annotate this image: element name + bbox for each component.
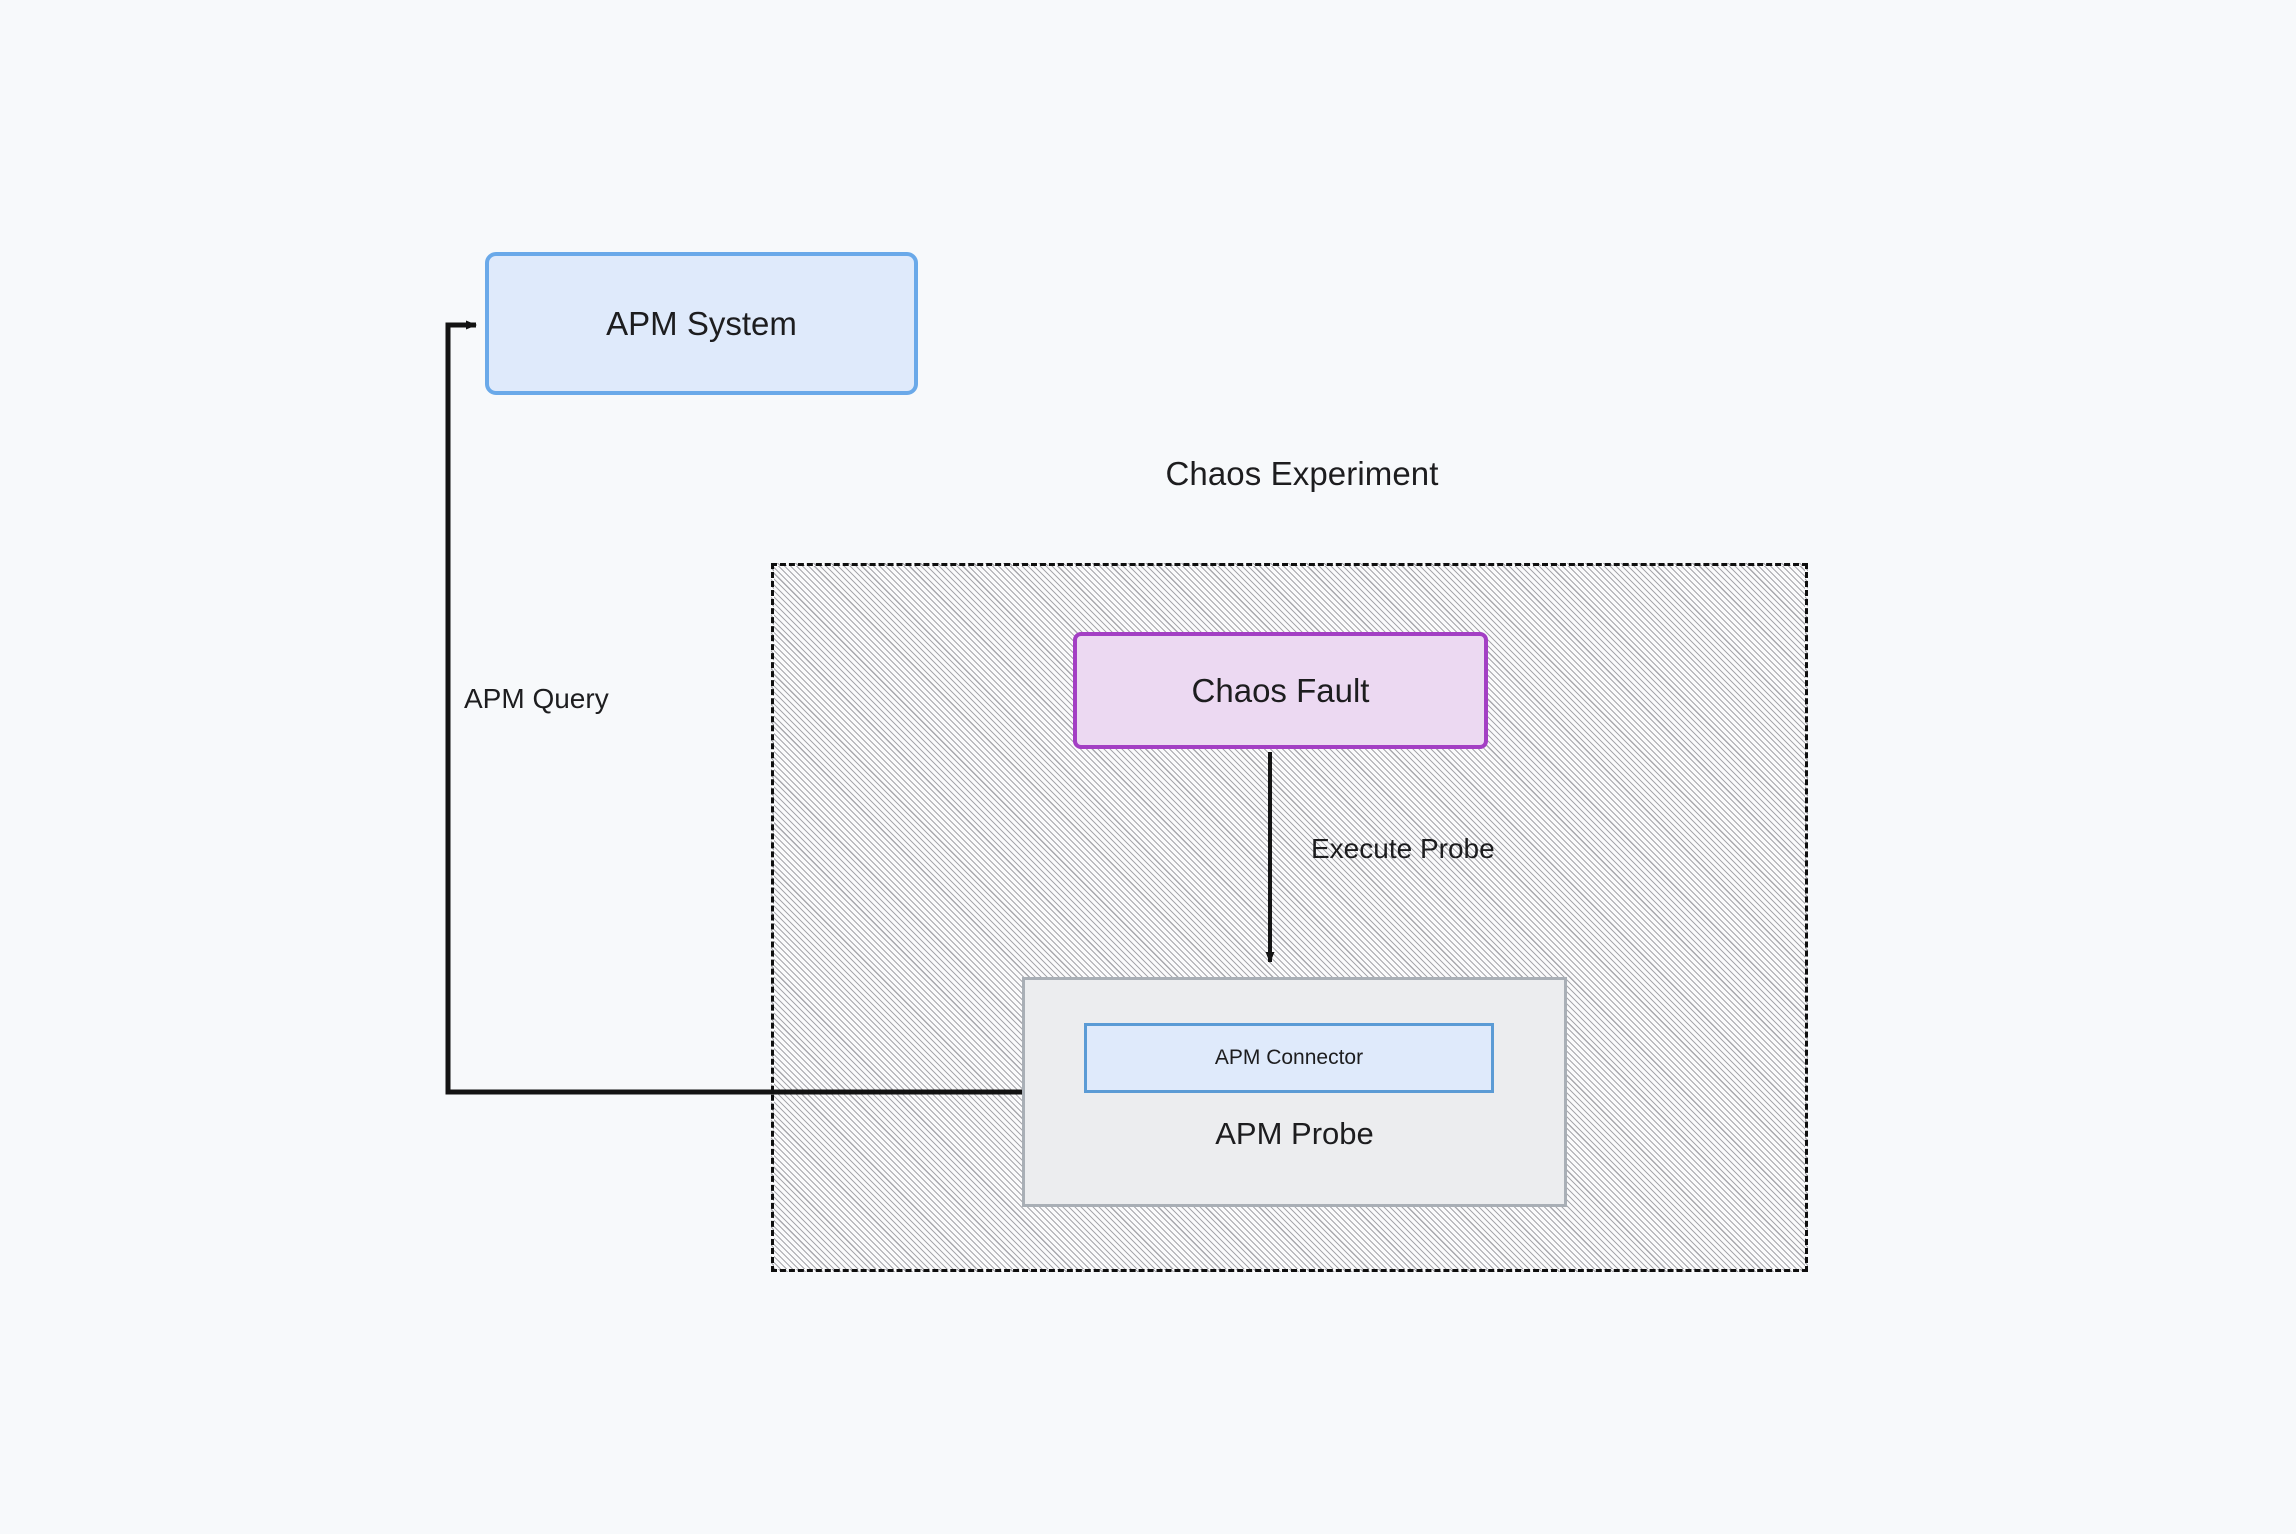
node-chaos-fault-label: Chaos Fault: [1191, 671, 1370, 709]
node-apm-system-label: APM System: [606, 304, 797, 342]
node-chaos-fault[interactable]: Chaos Fault: [1073, 632, 1488, 749]
node-apm-system[interactable]: APM System: [485, 252, 918, 395]
node-apm-connector[interactable]: APM Connector: [1084, 1023, 1494, 1093]
edge-label-apm-query: APM Query: [464, 683, 609, 714]
node-apm-probe-label: APM Probe: [1215, 1116, 1374, 1151]
node-apm-probe[interactable]: APM Connector APM Probe: [1022, 977, 1567, 1207]
node-apm-connector-label: APM Connector: [1214, 1046, 1364, 1069]
cluster-title-chaos-experiment: Chaos Experiment: [1165, 455, 1439, 492]
edge-label-execute-probe: Execute Probe: [1311, 833, 1495, 864]
